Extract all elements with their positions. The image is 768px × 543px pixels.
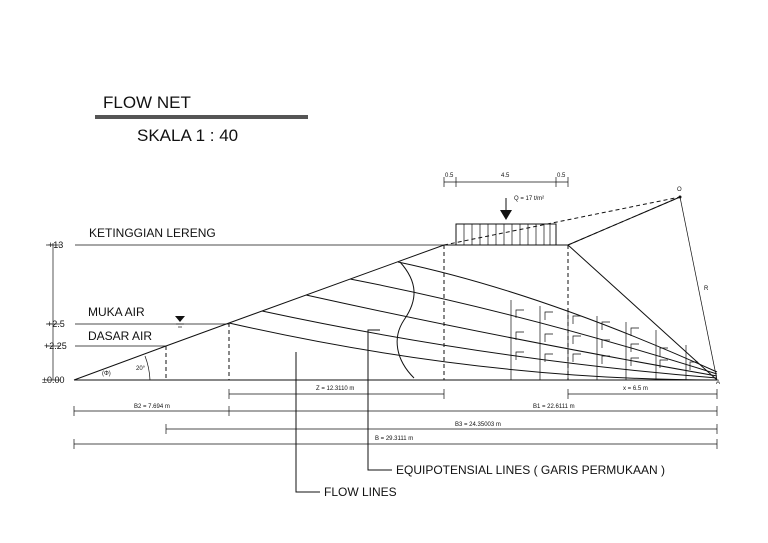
load-width-mid: 4.5 [501,173,510,179]
slope-outline [73,244,718,381]
level-zero: ±0.00 [42,375,64,385]
dimension-z [228,389,445,399]
phi-label: (Φ) [102,371,111,377]
level-water: +2.5 [47,319,65,329]
level-top: +13 [48,240,63,250]
b2-label: B2 = 7.694 m [134,404,170,410]
toe-label: A [716,380,720,386]
level-base: +2.25 [44,341,67,351]
water-level-marker-icon [175,316,185,322]
z-label: Z = 12.3110 m [316,386,354,392]
load-width-left: 0.5 [445,173,454,179]
slope-height-label: KETINGGIAN LERENG [89,226,216,240]
flow-lines [228,261,718,381]
circle-center-point [678,195,682,199]
angle-label: 20° [136,366,146,372]
load-arrow-icon [500,210,512,220]
flow-lines-label: FLOW LINES [324,485,397,499]
dimension-x [567,389,718,399]
center-label: O [677,187,682,193]
equipotential-curve [396,261,415,379]
net-grid [510,300,687,380]
dimension-b2-b1 [73,406,718,416]
equipotential-label: EQUIPOTENSIAL LINES ( GARIS PERMUKAAN ) [396,463,665,477]
b3-label: B3 = 24.35003 m [455,422,501,428]
surcharge-load [455,223,557,246]
load-width-right: 0.5 [557,173,566,179]
slope-angle-arc [144,355,151,381]
dimension-b3 [165,424,718,434]
x-label: x = 6.5 m [623,386,648,392]
drawing-scale: SKALA 1 : 40 [137,126,238,145]
b1-label: B1 = 22.6111 m [533,404,575,410]
load-label: Q = 17 t/m² [514,196,544,202]
net-square-markers [515,309,698,370]
drawing-title: FLOW NET [103,93,191,112]
dimension-b [73,439,718,449]
b-label: B = 29.3111 m [375,436,413,442]
equipotential-leader [367,329,392,471]
title-underline [95,115,308,119]
surcharge-hatch [463,224,551,245]
flow-lines-leader [295,352,320,493]
water-base-label: DASAR AIR [88,329,152,343]
radius-label: R [704,286,709,292]
water-level-label: MUKA AIR [88,305,145,319]
